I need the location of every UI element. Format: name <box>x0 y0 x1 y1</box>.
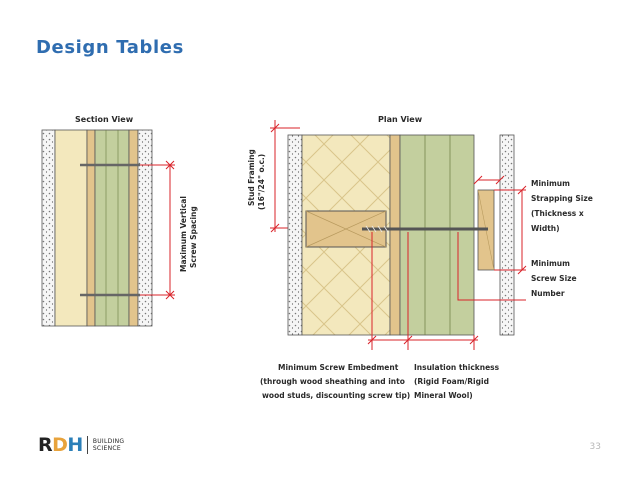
max-spacing-label-1: Maximum Vertical <box>179 196 188 272</box>
section-batt-insulation <box>54 129 88 327</box>
page-title: Design Tables <box>36 37 184 58</box>
strap-label-3: (Thickness x <box>531 209 584 218</box>
plan-rigid-insulation <box>399 134 475 336</box>
section-rigid-insulation <box>94 129 130 327</box>
stud-framing-label-1: Stud Framing <box>247 149 256 206</box>
plan-dimension-lines <box>367 175 527 350</box>
plan-view: Plan View Stud Framing (16"/24" o.c.) <box>247 115 593 400</box>
screw-label-1: Minimum <box>531 259 570 268</box>
stud-framing-label-2: (16"/24" o.c.) <box>257 154 266 210</box>
logo-sub-line1: BUILDING <box>92 438 125 445</box>
embed-label-1: Minimum Screw Embedment <box>278 363 399 372</box>
plan-cladding <box>499 134 515 336</box>
logo-letter-h: H <box>67 434 83 456</box>
max-spacing-label-2: Screw Spacing <box>189 206 198 268</box>
strap-label-4: Width) <box>531 224 560 233</box>
page-number: 33 <box>589 442 601 452</box>
plan-view-title: Plan View <box>378 115 423 124</box>
section-strapping <box>128 129 139 327</box>
rdh-logo: R D H BUILDING SCIENCE <box>38 434 124 456</box>
strap-label-1: Minimum <box>531 179 570 188</box>
insulation-label-2: (Rigid Foam/Rigid <box>414 377 489 386</box>
section-cladding <box>137 129 153 327</box>
screw-label-3: Number <box>531 289 565 298</box>
strap-label-2: Strapping Size <box>531 194 593 203</box>
section-view-title: Section View <box>75 115 134 124</box>
logo-letter-r: R <box>38 434 53 456</box>
insulation-label-3: Mineral Wool) <box>414 391 473 400</box>
section-sheathing <box>86 129 96 327</box>
section-dimension-line <box>140 160 175 300</box>
section-view: Section View Maximum Vertical Screw Spac… <box>41 115 198 327</box>
plan-drywall <box>287 134 303 336</box>
logo-letter-d: D <box>52 434 68 456</box>
screw-label-2: Screw Size <box>531 274 577 283</box>
section-drywall <box>41 129 56 327</box>
embed-label-2: (through wood sheathing and into <box>260 377 405 386</box>
embed-label-3: wood studs, discounting screw tip) <box>262 391 410 400</box>
logo-divider <box>86 436 88 454</box>
insulation-label-1: Insulation thickness <box>414 363 500 372</box>
plan-wood-sheathing <box>389 134 401 336</box>
logo-subtitle: BUILDING SCIENCE <box>93 438 125 452</box>
logo-sub-line2: SCIENCE <box>92 445 121 452</box>
